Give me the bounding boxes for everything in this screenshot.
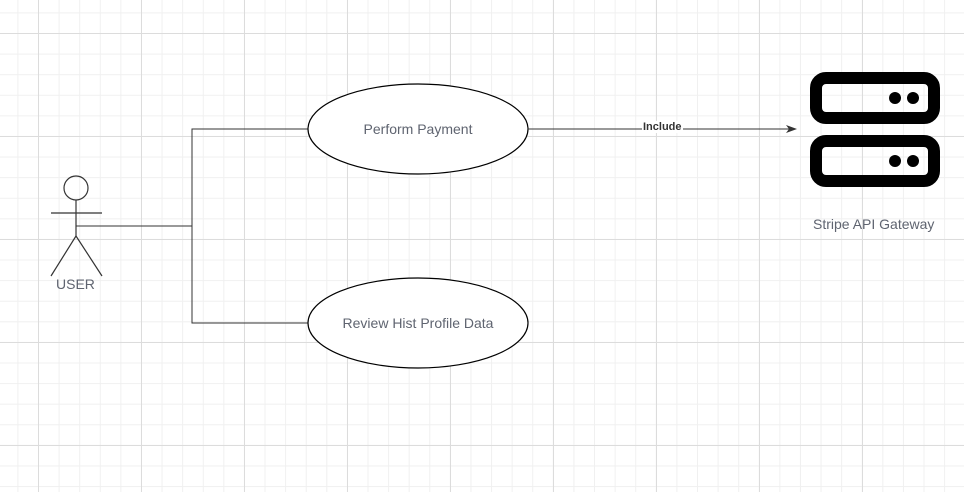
association-perform-payment[interactable]: [76, 128, 308, 227]
include-label: Include: [642, 121, 683, 133]
server-led-icon: [907, 92, 919, 104]
use-case-label-perform-payment: Perform Payment: [363, 121, 473, 137]
use-case-label-review-profile: Review Hist Profile Data: [342, 315, 494, 331]
server-led-icon: [907, 155, 919, 167]
server-led-icon: [889, 92, 901, 104]
server-led-icon: [889, 155, 901, 167]
actor-label: USER: [56, 276, 95, 292]
actor-head: [63, 175, 89, 201]
server-unit-bottom: [810, 135, 940, 187]
use-case-review-profile[interactable]: [307, 277, 529, 369]
association-connectors: [76, 128, 308, 324]
actor-left-leg: [50, 235, 77, 277]
server-unit-top: [810, 72, 940, 124]
external-system-label: Stripe API Gateway: [813, 216, 935, 232]
association-review-profile[interactable]: [191, 226, 308, 324]
actor-right-leg: [75, 235, 103, 277]
actor-user-figure[interactable]: [50, 175, 103, 277]
server-stack-icon[interactable]: [810, 72, 940, 187]
arrow-head-icon: [786, 125, 797, 133]
